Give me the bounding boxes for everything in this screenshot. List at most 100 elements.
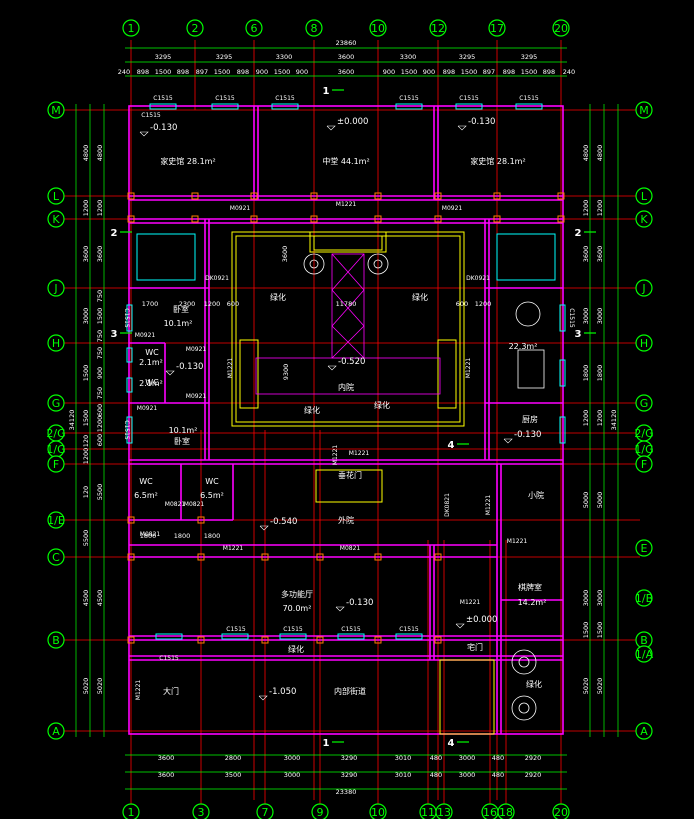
window-label: C1515 bbox=[283, 626, 303, 633]
section-mark: 2 bbox=[111, 228, 118, 239]
room-label-r4: 绿化 bbox=[270, 292, 286, 302]
axis-bubble-right bbox=[635, 394, 653, 412]
axis-bubble-left-label: B bbox=[52, 634, 60, 647]
room-label-r7a: 2.1m² bbox=[139, 358, 163, 367]
bottom-dim: 3000 bbox=[459, 754, 476, 762]
bottom-dim-detail: 2920 bbox=[525, 771, 542, 779]
door-label: M1221 bbox=[460, 599, 481, 606]
columns bbox=[127, 192, 565, 644]
right-dim-detail: 5000 bbox=[596, 492, 604, 509]
section-mark: 2 bbox=[575, 228, 582, 239]
axis-bubble-bottom-label: 13 bbox=[437, 806, 451, 819]
inner-dim: 1800 bbox=[140, 532, 157, 540]
room-label-r1: 家史馆 28.1m² bbox=[160, 156, 215, 166]
right-dim: 3600 bbox=[582, 246, 590, 263]
left-dim-detail: 750 bbox=[96, 347, 104, 359]
left-dim-detail: 5020 bbox=[96, 678, 104, 695]
room-label-r12: 绿化 bbox=[374, 400, 390, 410]
room-label-r20: 多功能厅 bbox=[281, 589, 313, 599]
axis-bubble-left bbox=[47, 334, 65, 352]
axis-bubble-top bbox=[488, 19, 506, 37]
door-label: M1221 bbox=[465, 358, 472, 379]
level-label-l8: -0.130 bbox=[346, 598, 373, 608]
axis-bubble-right-label: 1/G bbox=[634, 443, 653, 456]
bottom-dim: 480 bbox=[492, 754, 504, 762]
right-dim: 3000 bbox=[582, 308, 590, 325]
top-dim-detail: 1500 bbox=[274, 68, 291, 76]
door-label: M0921 bbox=[137, 405, 158, 412]
section-mark: 3 bbox=[111, 329, 118, 340]
axis-bubble-top-label: 20 bbox=[554, 22, 568, 35]
axis-bubble-top-label: 2 bbox=[192, 22, 199, 35]
bottom-dim: 3290 bbox=[341, 754, 358, 762]
top-dim-detail: 898 bbox=[237, 68, 249, 76]
left-dim: 4500 bbox=[82, 590, 90, 607]
inner-dim: 2300 bbox=[179, 300, 196, 308]
room-label-r6a: 10.1m² bbox=[164, 319, 193, 328]
left-dim-detail: 4500 bbox=[96, 590, 104, 607]
right-dim-detail: 4800 bbox=[596, 145, 604, 162]
window-label: C1515 bbox=[123, 308, 130, 328]
room-label-r14: 厨房 bbox=[522, 414, 538, 424]
axis-bubble-right bbox=[635, 334, 653, 352]
left-dim: 3600 bbox=[82, 246, 90, 263]
room-label-r26: 绿化 bbox=[526, 679, 542, 689]
axis-bubble-bottom-label: 10 bbox=[371, 806, 385, 819]
axis-bubble-right bbox=[635, 101, 653, 119]
right-dim-detail: 1200 bbox=[596, 410, 604, 427]
axis-bubble-bottom-label: 7 bbox=[262, 806, 269, 819]
door-label: DK0921 bbox=[466, 275, 490, 282]
room-label-r21a: 14.2m² bbox=[518, 598, 547, 607]
door-label: M1221 bbox=[332, 445, 339, 466]
left-dim-detail: 3600 bbox=[96, 246, 104, 263]
axis-bubble-right-label: E bbox=[641, 542, 648, 555]
axis-bubble-bottom-label: 9 bbox=[317, 806, 324, 819]
axis-bubble-top bbox=[122, 19, 140, 37]
axis-bubble-right-label: H bbox=[640, 337, 648, 350]
bottom-dim-detail: 3500 bbox=[225, 771, 242, 779]
room-label-r17a: 6.5m² bbox=[200, 491, 224, 500]
door-label: M0921 bbox=[442, 205, 463, 212]
room-label-r20a: 70.0m² bbox=[283, 604, 312, 613]
axis-bubble-top-label: 10 bbox=[371, 22, 385, 35]
door-label: M0821 bbox=[340, 545, 361, 552]
top-dim-detail: 898 bbox=[503, 68, 515, 76]
axis-bubble-bottom-label: 1 bbox=[128, 806, 135, 819]
bottom-dim-detail: 3000 bbox=[459, 771, 476, 779]
axis-bubble-right-label: L bbox=[641, 190, 648, 203]
axis-bubble-right-label: A bbox=[640, 725, 648, 738]
section-mark: 1 bbox=[323, 86, 330, 97]
level-label-l7: -0.540 bbox=[270, 517, 297, 527]
axis-bubble-bottom-label: 20 bbox=[554, 806, 568, 819]
right-dim-detail: 3600 bbox=[596, 246, 604, 263]
top-dim-detail: 240 bbox=[563, 68, 575, 76]
axis-bubble-top-label: 12 bbox=[431, 22, 445, 35]
level-marker-icon bbox=[327, 365, 337, 371]
window-label: C1515 bbox=[568, 308, 575, 328]
inner-dim: 11780 bbox=[336, 300, 357, 308]
tree-icons bbox=[303, 253, 545, 721]
inner-dim: 1800 bbox=[174, 532, 191, 540]
room-label-r18: 外院 bbox=[338, 515, 354, 525]
top-dim-detail: 898 bbox=[177, 68, 189, 76]
room-label-r22: 绿化 bbox=[288, 644, 304, 654]
right-dim: 3000 bbox=[582, 590, 590, 607]
left-total-dim: 34120 bbox=[68, 410, 76, 431]
axis-bubble-left bbox=[47, 210, 65, 228]
room-label-r8: WC bbox=[145, 378, 159, 387]
window-label: C1515 bbox=[519, 95, 539, 102]
right-dim: 1200 bbox=[582, 410, 590, 427]
axis-bubble-left-label: L bbox=[53, 190, 60, 203]
right-dim: 1200 bbox=[582, 200, 590, 217]
inner-dim: 1700 bbox=[142, 300, 159, 308]
right-dim: 5000 bbox=[582, 492, 590, 509]
axis-bubble-left-label: K bbox=[52, 213, 60, 226]
axis-bubble-bottom bbox=[369, 803, 387, 819]
top-dim-detail: 1500 bbox=[155, 68, 172, 76]
axis-bubble-bottom-label: 3 bbox=[198, 806, 205, 819]
left-dim: 120 bbox=[82, 486, 90, 498]
window-label: C1515 bbox=[141, 112, 161, 119]
top-dim: 3295 bbox=[459, 53, 476, 61]
inner-dim: 9300 bbox=[282, 364, 290, 381]
axis-bubble-bottom bbox=[497, 803, 515, 819]
